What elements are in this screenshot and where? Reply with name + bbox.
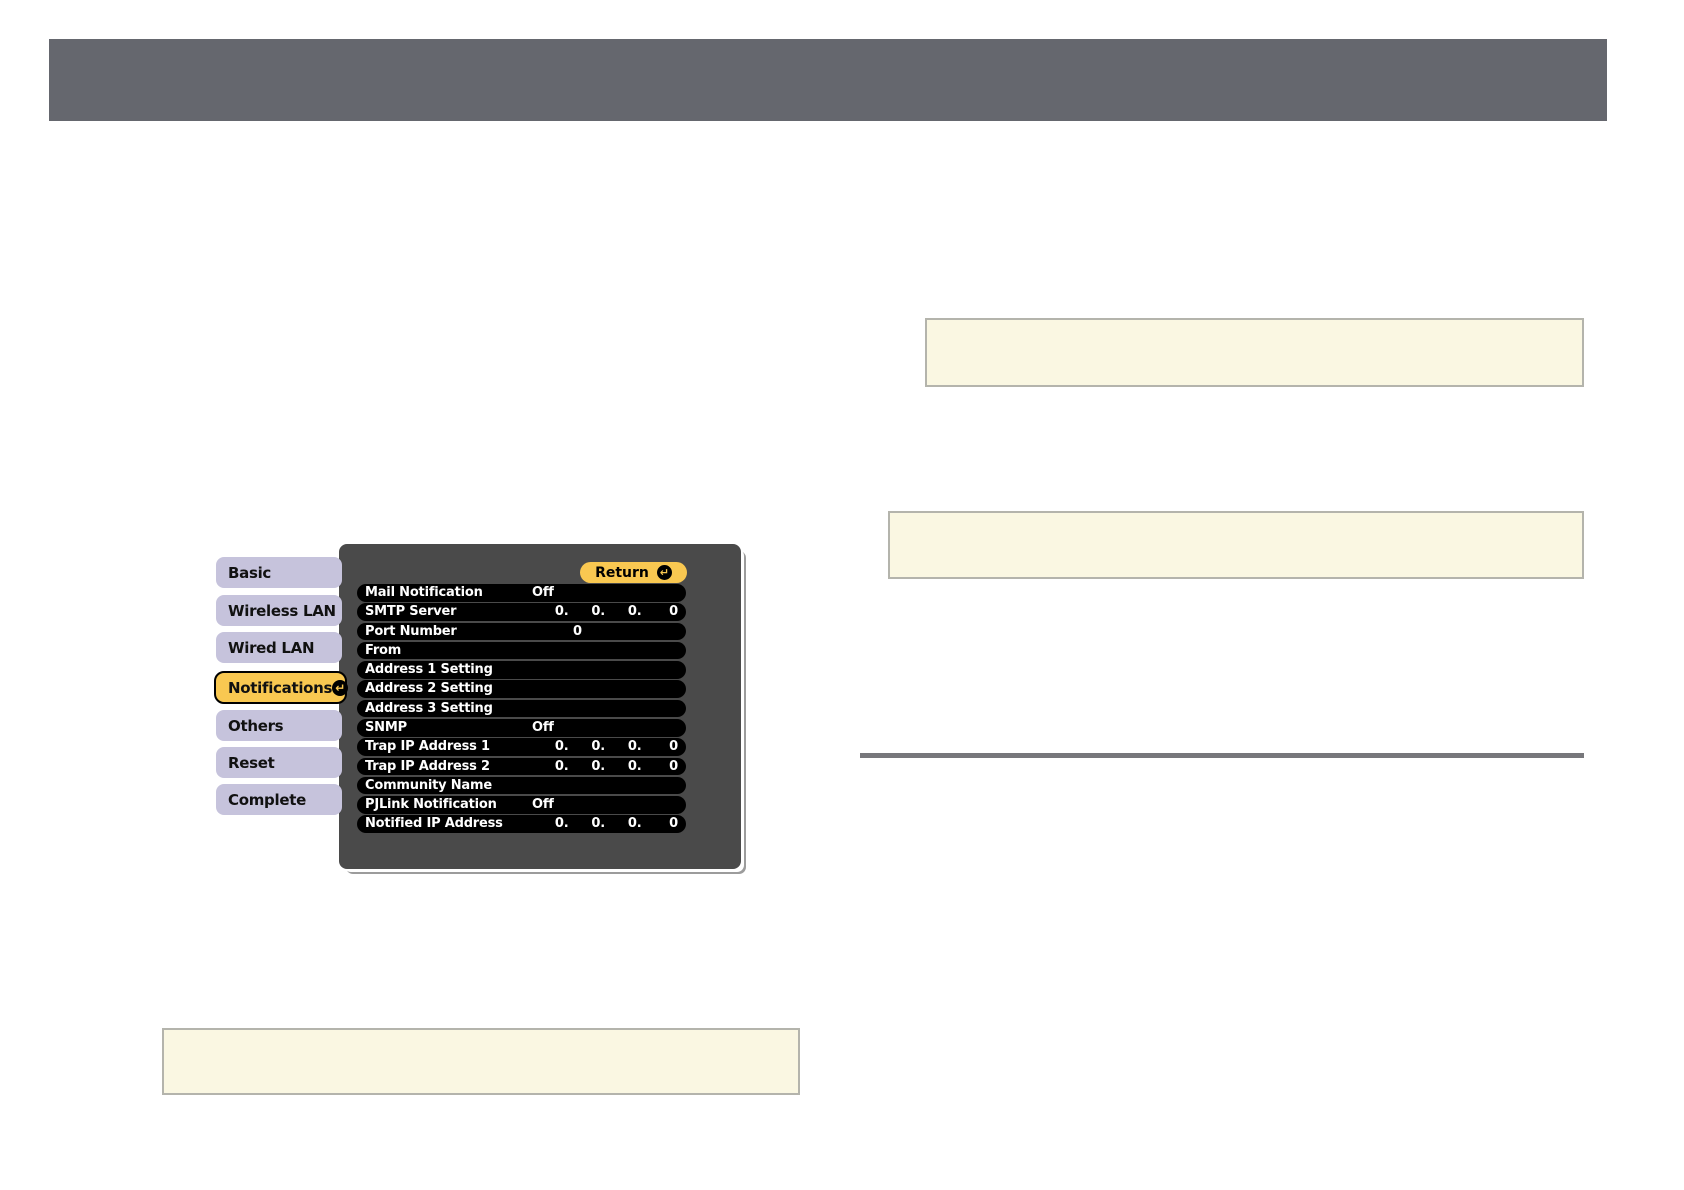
menu-row-value: 0	[532, 623, 678, 641]
menu-row-pjlink-notification[interactable]: PJLink Notification Off	[357, 796, 686, 814]
setting-value: 0	[573, 623, 582, 639]
tab-complete[interactable]: Complete	[216, 784, 342, 815]
menu-row-label: Mail Notification	[365, 585, 483, 600]
return-arrow-icon: ↵	[332, 679, 349, 696]
ip-octet: 0	[669, 816, 678, 832]
menu-row-snmp[interactable]: SNMP Off	[357, 718, 686, 737]
tab-label: Others	[228, 716, 284, 735]
setting-value: Off	[532, 585, 554, 600]
menu-row-label: Address 1 Setting	[365, 662, 493, 678]
tab-label: Complete	[228, 790, 306, 809]
menu-row-address-2-setting[interactable]: Address 2 Setting	[357, 680, 686, 698]
menu-row-label: SMTP Server	[365, 604, 457, 620]
ip-octet: 0.	[591, 816, 605, 832]
menu-row-mail-notification[interactable]: Mail Notification Off	[357, 584, 686, 602]
tab-wireless-lan[interactable]: Wireless LAN	[216, 595, 342, 626]
menu-row-label: PJLink Notification	[365, 797, 497, 813]
note-box-3	[162, 1028, 800, 1095]
ip-octet: 0.	[554, 758, 569, 774]
menu-row-label: From	[365, 642, 402, 658]
ip-octet: 0.	[554, 604, 569, 620]
return-arrow-icon: ↵	[656, 565, 672, 580]
menu-row-label: Address 2 Setting	[365, 681, 493, 697]
tab-label: Notifications	[228, 678, 333, 697]
ip-octet: 0.	[627, 816, 642, 832]
menu-row-value: Off	[532, 584, 678, 602]
return-button-label: Return	[595, 564, 649, 581]
tab-label: Basic	[228, 563, 272, 582]
menu-row-trap-ip-address-1[interactable]: Trap IP Address 1 0. 0. 0. 0	[357, 738, 686, 756]
menu-row-label: Trap IP Address 2	[365, 758, 490, 774]
menu-row-value: Off	[532, 719, 678, 737]
menu-row-label: Trap IP Address 1	[365, 739, 490, 755]
note-box-1	[925, 318, 1584, 387]
menu-row-notified-ip-address[interactable]: Notified IP Address 0. 0. 0. 0	[357, 815, 686, 833]
ip-octet: 0.	[554, 739, 569, 755]
ip-octet: 0	[669, 739, 678, 755]
ip-octet: 0.	[591, 604, 605, 620]
menu-row-address-1-setting[interactable]: Address 1 Setting	[357, 661, 686, 679]
return-button[interactable]: Return ↵	[580, 562, 687, 583]
tab-label: Wireless LAN	[228, 601, 336, 620]
menu-row-trap-ip-address-2[interactable]: Trap IP Address 2 0. 0. 0. 0	[357, 757, 686, 776]
ip-octet: 0.	[591, 758, 605, 774]
menu-row-label: Address 3 Setting	[365, 700, 493, 716]
ip-octet: 0	[669, 758, 678, 774]
menu-row-label: Port Number	[365, 623, 457, 639]
menu-row-port-number[interactable]: Port Number 0	[357, 622, 686, 641]
menu-row-label: Notified IP Address	[365, 816, 503, 832]
tab-reset[interactable]: Reset	[216, 747, 342, 778]
note-box-2	[888, 511, 1584, 579]
tab-label: Wired LAN	[228, 638, 315, 657]
tab-label: Reset	[228, 753, 275, 772]
ip-octet: 0.	[627, 758, 642, 774]
setting-value: Off	[532, 719, 554, 735]
ip-octet: 0.	[554, 816, 569, 832]
menu-row-community-name[interactable]: Community Name	[357, 776, 686, 795]
menu-row-from[interactable]: From	[357, 641, 686, 660]
menu-row-value: 0. 0. 0. 0	[532, 815, 678, 833]
ip-octet: 0	[669, 604, 678, 620]
menu-row-label: Community Name	[365, 777, 492, 793]
tab-wired-lan[interactable]: Wired LAN	[216, 632, 342, 663]
menu-row-value: Off	[532, 796, 678, 814]
tab-basic[interactable]: Basic	[216, 557, 342, 588]
tab-others[interactable]: Others	[216, 710, 342, 741]
ip-octet: 0.	[627, 604, 642, 620]
section-divider	[860, 753, 1584, 758]
menu-row-label: SNMP	[365, 719, 407, 735]
menu-row-value: 0. 0. 0. 0	[532, 738, 678, 756]
menu-row-value: 0. 0. 0. 0	[532, 603, 678, 621]
ip-octet: 0.	[627, 739, 642, 755]
ip-octet: 0.	[591, 739, 605, 755]
menu-row-smtp-server[interactable]: SMTP Server 0. 0. 0. 0	[357, 603, 686, 621]
menu-row-address-3-setting[interactable]: Address 3 Setting	[357, 699, 686, 718]
page-header-bar	[49, 39, 1607, 121]
setting-value: Off	[532, 797, 554, 813]
menu-row-value: 0. 0. 0. 0	[532, 758, 678, 776]
tab-notifications[interactable]: Notifications↵	[214, 671, 349, 704]
